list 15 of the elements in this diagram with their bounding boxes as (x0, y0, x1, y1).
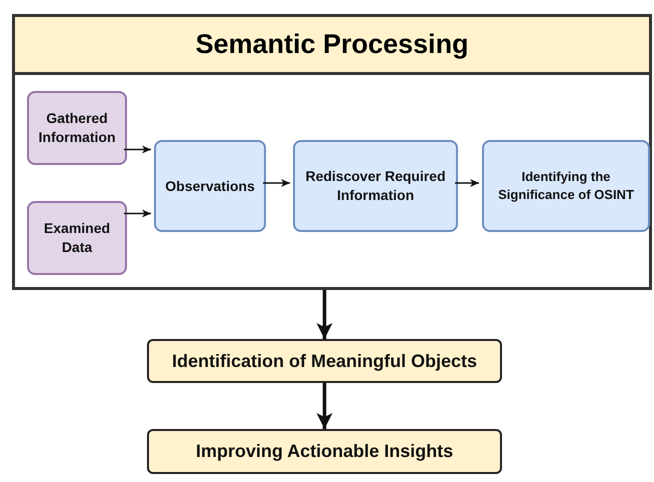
panel-title: Semantic Processing (195, 28, 469, 62)
arrow (455, 179, 479, 187)
arrow (316, 383, 332, 429)
process-box: Rediscover Required Information (293, 140, 458, 232)
process-box: Observations (154, 140, 266, 232)
result-box: Improving Actionable Insights (147, 429, 502, 474)
arrow (316, 290, 332, 339)
group-panel (12, 14, 652, 290)
arrow (124, 146, 151, 154)
process-box: Identifying the Significance of OSINT (482, 140, 650, 232)
input-box: Gathered Information (27, 91, 127, 165)
result-box: Identification of Meaningful Objects (147, 339, 502, 383)
input-box: Examined Data (27, 201, 127, 275)
arrow (263, 179, 290, 187)
arrow (124, 210, 151, 218)
